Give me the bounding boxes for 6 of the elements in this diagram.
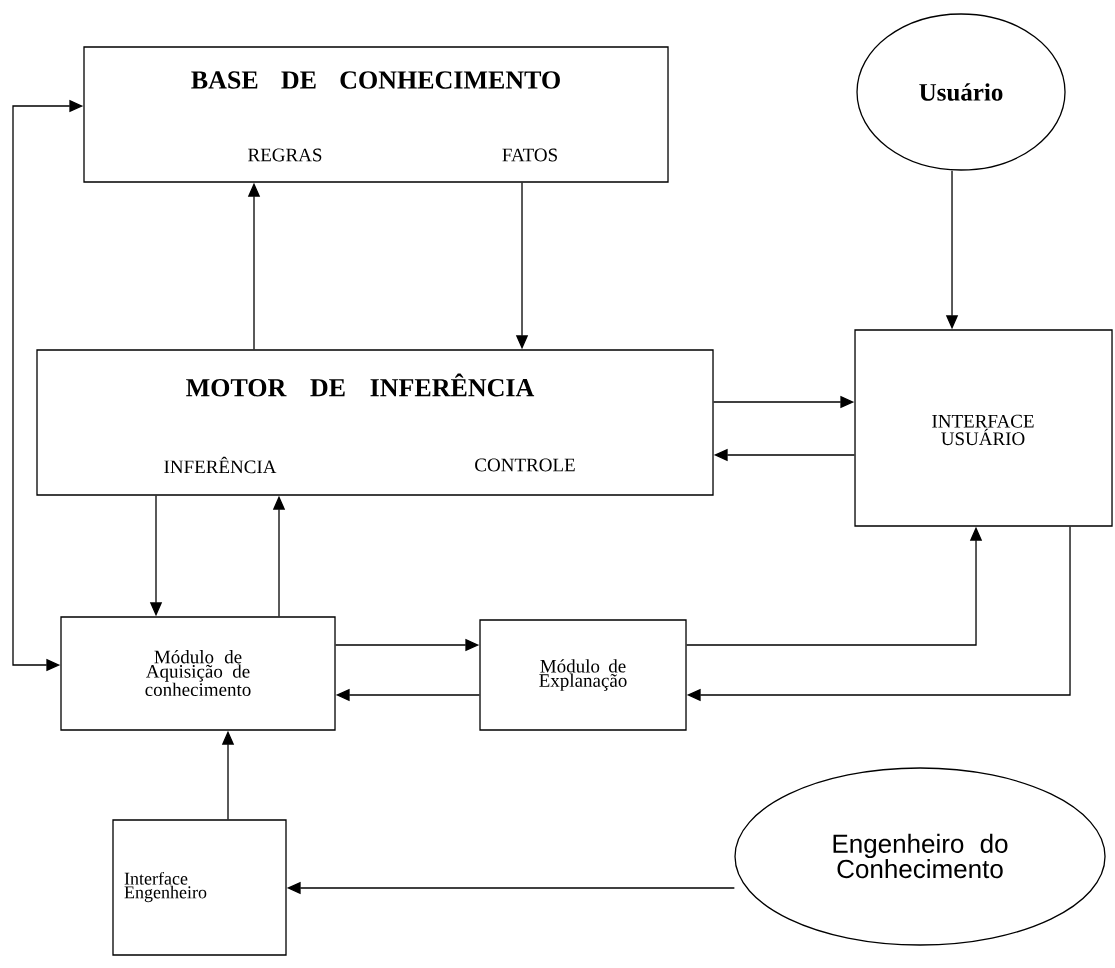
process-box: INTERFACE USUÁRIO	[854, 329, 1113, 527]
process-box: BASE DE CONHECIMENTO REGRAS FATOS	[83, 46, 669, 183]
process-box: Interface Engenheiro	[112, 819, 287, 956]
process-box: Módulo de Explanação	[479, 619, 687, 731]
process-box: Módulo de Aquisição de conhecimento	[60, 616, 336, 731]
process-box: MOTOR DE INFERÊNCIA INFERÊNCIA CONTROLE	[36, 349, 714, 496]
